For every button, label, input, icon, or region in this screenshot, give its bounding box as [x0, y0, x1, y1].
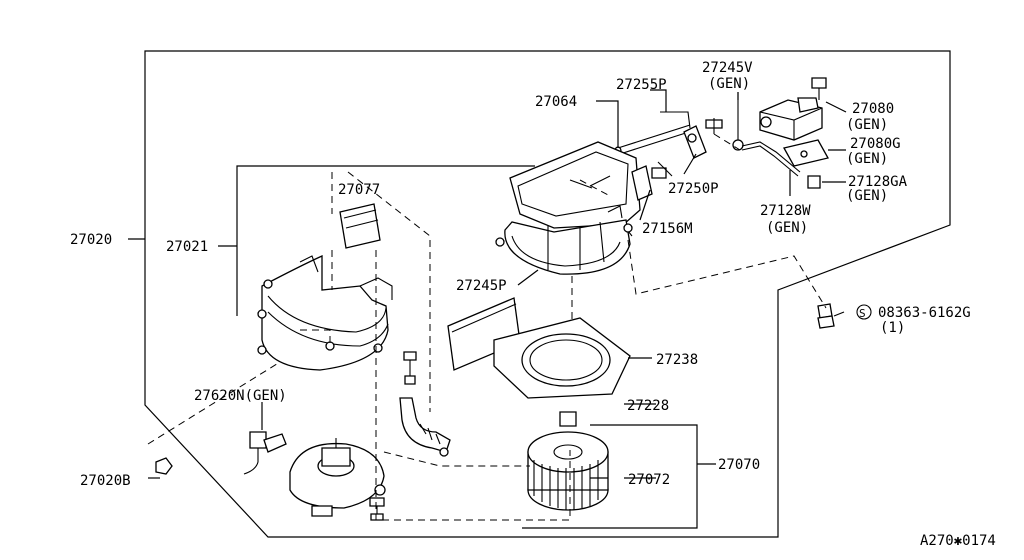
standard-part-marker — [856, 304, 872, 320]
bracket-27070 — [522, 424, 716, 529]
label-27128GA: 27128GA — [848, 174, 908, 190]
label-27250P: 27250P — [668, 181, 719, 197]
label-27128GA-gen: (GEN) — [846, 188, 888, 204]
actuator-27080 — [759, 77, 827, 141]
label-27080G-gen: (GEN) — [846, 151, 888, 167]
screw-under-motor — [369, 497, 385, 521]
reference-code: A270✱0174 — [920, 533, 996, 549]
bracket-27021 — [236, 165, 535, 316]
label-27080-gen: (GEN) — [846, 117, 888, 133]
label-27128W-gen: (GEN) — [766, 220, 808, 236]
label-27064: 27064 — [535, 94, 577, 110]
label-27245V: 27245V — [702, 60, 753, 76]
screw-08363 — [817, 303, 835, 329]
linkage-27128W — [741, 139, 829, 189]
label-08363-prefix: S — [859, 307, 866, 320]
label-27070: 27070 — [718, 457, 760, 473]
rod-27064 — [614, 111, 693, 156]
label-27077: 27077 — [338, 182, 380, 198]
leader-lines — [128, 89, 847, 479]
label-27080G: 27080G — [850, 136, 901, 152]
harness-27620N — [243, 431, 287, 475]
label-27072: 27072 — [628, 472, 670, 488]
dashed-guides — [147, 133, 827, 521]
blower-motor — [289, 438, 386, 517]
connector-27245V — [732, 92, 744, 151]
label-27245V-gen: (GEN) — [708, 76, 750, 92]
label-27620N: 27620N(GEN) — [194, 388, 287, 404]
fan-27072 — [527, 411, 609, 511]
label-27020B: 27020B — [80, 473, 131, 489]
clip-27250P — [683, 118, 723, 159]
filter-27077 — [339, 203, 381, 249]
label-27020: 27020 — [70, 232, 112, 248]
intake-case — [495, 141, 641, 275]
case-27021 — [257, 254, 393, 371]
assembly-outline — [144, 50, 951, 538]
label-27238: 27238 — [656, 352, 698, 368]
part-labels: 27020 27021 27077 27064 27255P 27245V (G… — [70, 60, 996, 549]
screw-near-case — [403, 351, 417, 385]
clip-27020B — [155, 457, 173, 475]
plate-27238 — [493, 317, 631, 399]
label-27245P: 27245P — [456, 278, 507, 294]
hose-27620N — [399, 397, 451, 457]
label-27228: 27228 — [627, 398, 669, 414]
bracket-27156M — [631, 161, 673, 201]
label-27080: 27080 — [852, 101, 894, 117]
label-08363: 08363-6162G — [878, 305, 971, 321]
label-27255P: 27255P — [616, 77, 667, 93]
label-27021: 27021 — [166, 239, 208, 255]
label-08363-qty: (1) — [880, 320, 905, 336]
label-27128W: 27128W — [760, 203, 811, 219]
label-27156M: 27156M — [642, 221, 693, 237]
